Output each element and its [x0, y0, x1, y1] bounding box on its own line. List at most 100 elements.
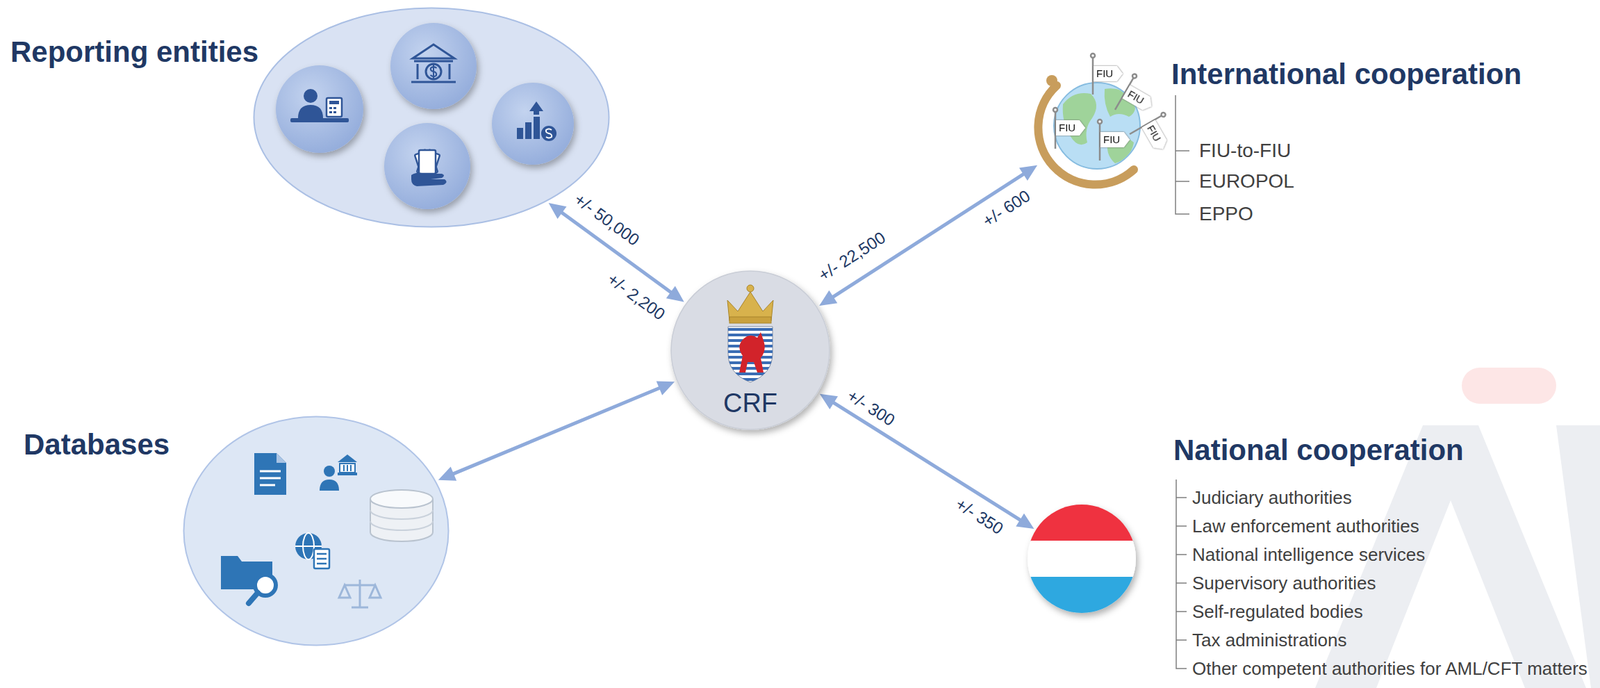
watermark-pill [1461, 367, 1557, 404]
icon-part [411, 172, 447, 187]
pole [1129, 115, 1163, 135]
list-item: EUROPOL [1199, 169, 1295, 194]
icon-part [295, 545, 322, 547]
stripe [726, 327, 774, 331]
database-icons [220, 452, 433, 608]
section-heading: Reporting entities [10, 34, 259, 70]
list-item: Supervisory authorities [1192, 572, 1376, 594]
section-heading: Databases [23, 427, 170, 463]
section-heading: International cooperation [1171, 56, 1522, 92]
fiu-flag: FIU [1056, 120, 1086, 136]
icon-part [546, 129, 552, 139]
continent [1104, 88, 1136, 117]
list-item: Law enforcement authorities [1192, 515, 1420, 537]
continent [1062, 93, 1097, 145]
circle-outline [671, 270, 830, 430]
edge-count-label: +/- 50,000 [570, 189, 643, 251]
flag-cloth: FIU [1122, 84, 1157, 113]
ellipse-shape [182, 415, 450, 647]
globe-register-icon [295, 532, 330, 569]
icon-part [529, 101, 544, 115]
icon-part [259, 471, 281, 485]
arrowhead [819, 393, 838, 410]
list-tree-line [1176, 479, 1187, 669]
pole [1054, 111, 1057, 149]
stripe [726, 333, 774, 337]
edge-count-label: +/- 22,500 [814, 227, 890, 285]
pole [1115, 77, 1134, 110]
icon-part [290, 118, 349, 123]
icon-part [412, 44, 455, 59]
flag-stripe-red [1027, 504, 1136, 542]
globe-stand [1037, 85, 1134, 185]
ellipse-shape [252, 6, 610, 228]
document-icon [254, 452, 287, 495]
luxembourg-flag [1027, 504, 1136, 614]
national-cooperation-node: National cooperationJudiciary authoritie… [1027, 504, 1136, 613]
accountant-icon [290, 88, 349, 123]
list-item: FIU-to-FIU [1199, 138, 1291, 163]
investment-icon [516, 101, 557, 142]
icon-part [359, 579, 362, 608]
icon-part [326, 97, 342, 117]
crf-circle: CRF [670, 270, 831, 431]
stripe [726, 377, 774, 381]
arrowhead [1019, 165, 1038, 181]
flag-label: FIU [1096, 67, 1113, 80]
icon-part [329, 111, 333, 114]
flag-pole [1090, 53, 1095, 95]
list-item: Judiciary authorities [1192, 487, 1352, 508]
flag-cloth: FIU [1100, 132, 1130, 148]
icon-disc [390, 22, 477, 110]
connector-line [833, 402, 1022, 522]
flag-poles [1053, 53, 1167, 161]
icon-part [333, 111, 337, 114]
edge-count-label: +/- 350 [951, 493, 1007, 539]
scales-icon [339, 579, 381, 608]
stripe [726, 372, 774, 376]
coat-of-arms [726, 284, 774, 383]
fiu-flag: FIU [1122, 84, 1157, 113]
connector-line [452, 387, 661, 475]
connector-line [560, 211, 672, 293]
globe-knob [1046, 75, 1058, 87]
icon-part [414, 149, 438, 178]
red-lion [739, 332, 765, 373]
arrowhead [548, 202, 567, 219]
folder-search-icon [220, 555, 276, 604]
icon-part [425, 63, 442, 80]
stripe [726, 339, 774, 342]
list-item: Other competent authorities for AML/CFT … [1192, 657, 1588, 679]
pole [1099, 122, 1102, 161]
icon-part [541, 125, 557, 142]
icon-part [344, 584, 376, 587]
list-item: Tax administrations [1192, 629, 1348, 651]
icon-part [337, 472, 358, 476]
arrowhead [1015, 513, 1034, 529]
crown [727, 291, 774, 321]
icon-part [414, 60, 453, 63]
list-item: Self-regulated bodies [1192, 600, 1364, 622]
crown-orb [746, 284, 754, 292]
flag-pole [1128, 111, 1167, 137]
icon-disc [275, 65, 364, 153]
connector-line [832, 173, 1025, 299]
flag-cloth: FIU [1056, 120, 1086, 136]
arrowhead [666, 285, 685, 302]
reporting-entities-ellipse: Reporting entities [252, 6, 610, 228]
connector-arrow [819, 393, 1035, 529]
arrowhead [819, 290, 838, 306]
stripe [726, 350, 774, 353]
pole-ball [1053, 107, 1058, 112]
arrowhead [438, 466, 457, 481]
database-cylinder-icon [370, 489, 433, 542]
flag-cloth: FIU [1093, 66, 1123, 82]
ellipse-outline [184, 416, 449, 646]
icon-part [323, 465, 335, 477]
icon-part [329, 106, 333, 110]
edge-count-label: +/- 300 [843, 385, 899, 431]
icon-part [329, 100, 340, 105]
fiu-flag: FIU [1141, 120, 1170, 154]
flag-pole [1112, 72, 1138, 111]
flag-shadow [1027, 504, 1136, 614]
